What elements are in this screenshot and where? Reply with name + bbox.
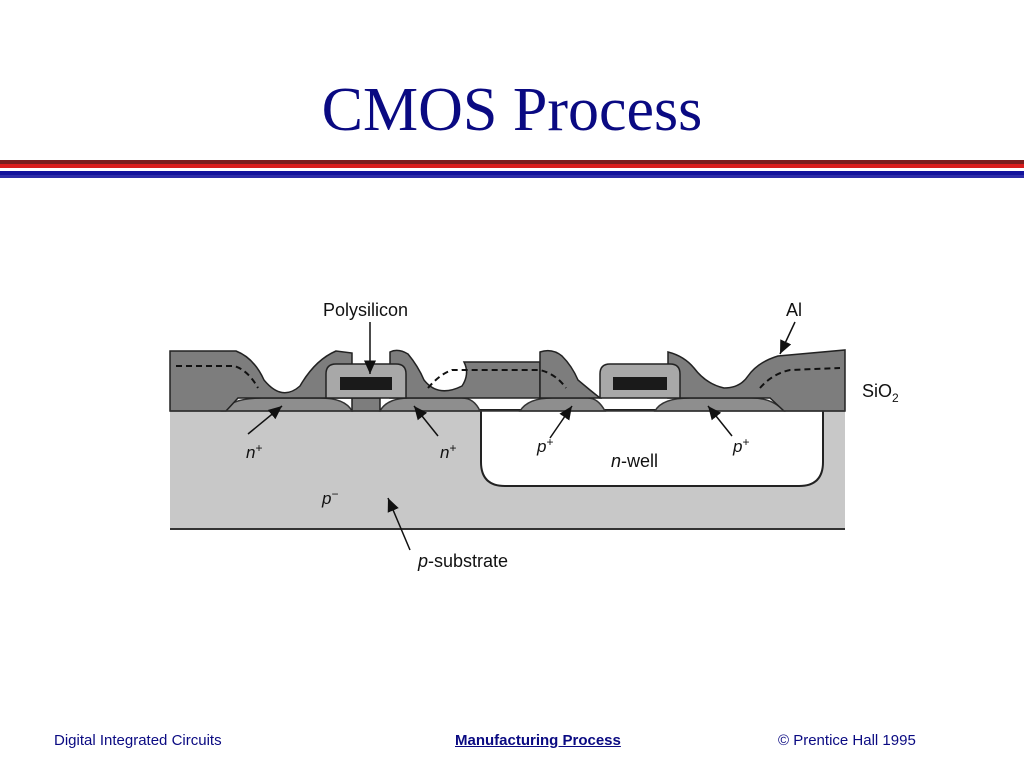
p-minus-sup: − <box>331 487 338 501</box>
sio2-oxide-layer <box>169 350 353 412</box>
n-well-rest: -well <box>621 451 658 471</box>
p-plus-left-letter: p <box>536 437 546 456</box>
arrow-n-plus-right <box>413 405 439 437</box>
sio2-oxide-layer-center <box>389 349 541 399</box>
title-rule-blue-2 <box>0 175 1024 178</box>
p-plus-right-sup: + <box>742 435 749 449</box>
label-n-plus-left: n+ <box>246 441 262 462</box>
p-plus-right-letter: p <box>732 437 742 456</box>
label-n-well: n-well <box>611 451 658 471</box>
arrow-p-substrate <box>387 497 411 551</box>
sio2-oxide-layer-right <box>667 349 846 412</box>
label-p-plus-right: p+ <box>732 435 749 456</box>
title-rule-dark <box>0 160 1024 164</box>
n-plus-diffusion-left <box>220 397 354 412</box>
p-plus-diffusion-left <box>518 397 607 412</box>
sio2-oxide-layer-center-right <box>539 349 603 399</box>
polysilicon-gate-pmos <box>613 377 667 390</box>
title-rule-red <box>0 164 1024 168</box>
p-substrate-rest: -substrate <box>428 551 508 571</box>
slide-title: CMOS Process <box>321 76 703 144</box>
arrow-n-plus-left <box>247 405 283 435</box>
n-well-region <box>480 409 824 487</box>
footer-course-title: Digital Integrated Circuits <box>54 732 222 749</box>
footer-chapter-link[interactable]: Manufacturing Process <box>455 732 621 749</box>
label-sio2-main: SiO <box>862 381 892 401</box>
footer-copyright: © Prentice Hall 1995 <box>778 732 916 749</box>
title-rule-gap <box>0 168 1024 171</box>
sio2-oxide-layer-mid <box>351 397 381 412</box>
label-al: Al <box>786 300 802 320</box>
label-p-plus-left: p+ <box>536 435 553 456</box>
al-line-left <box>176 365 259 389</box>
n-plus-left-letter: n <box>246 443 255 462</box>
arrow-al <box>779 321 796 355</box>
n-plus-right-sup: + <box>449 441 456 455</box>
label-sio2-subscript: 2 <box>892 391 899 405</box>
label-sio2: SiO2 <box>862 381 899 405</box>
polysilicon-gate-nmos <box>340 377 392 390</box>
p-plus-left-sup: + <box>546 435 553 449</box>
p-minus-letter: p <box>321 489 331 508</box>
label-p-minus: p− <box>321 487 338 508</box>
n-plus-left-sup: + <box>255 441 262 455</box>
arrow-p-plus-left <box>549 405 573 439</box>
label-n-plus-right: n+ <box>440 441 456 462</box>
p-plus-diffusion-right <box>653 397 786 412</box>
p-substrate-italic: p <box>417 551 428 571</box>
n-plus-right-letter: n <box>440 443 449 462</box>
title-rule-blue <box>0 171 1024 175</box>
arrow-p-plus-right <box>707 405 733 437</box>
al-line-center <box>427 369 567 389</box>
label-polysilicon: Polysilicon <box>323 300 408 320</box>
n-well-italic: n <box>611 451 621 471</box>
label-p-substrate: p-substrate <box>417 551 508 571</box>
al-line-right <box>759 367 841 389</box>
n-plus-diffusion-right <box>378 397 482 412</box>
